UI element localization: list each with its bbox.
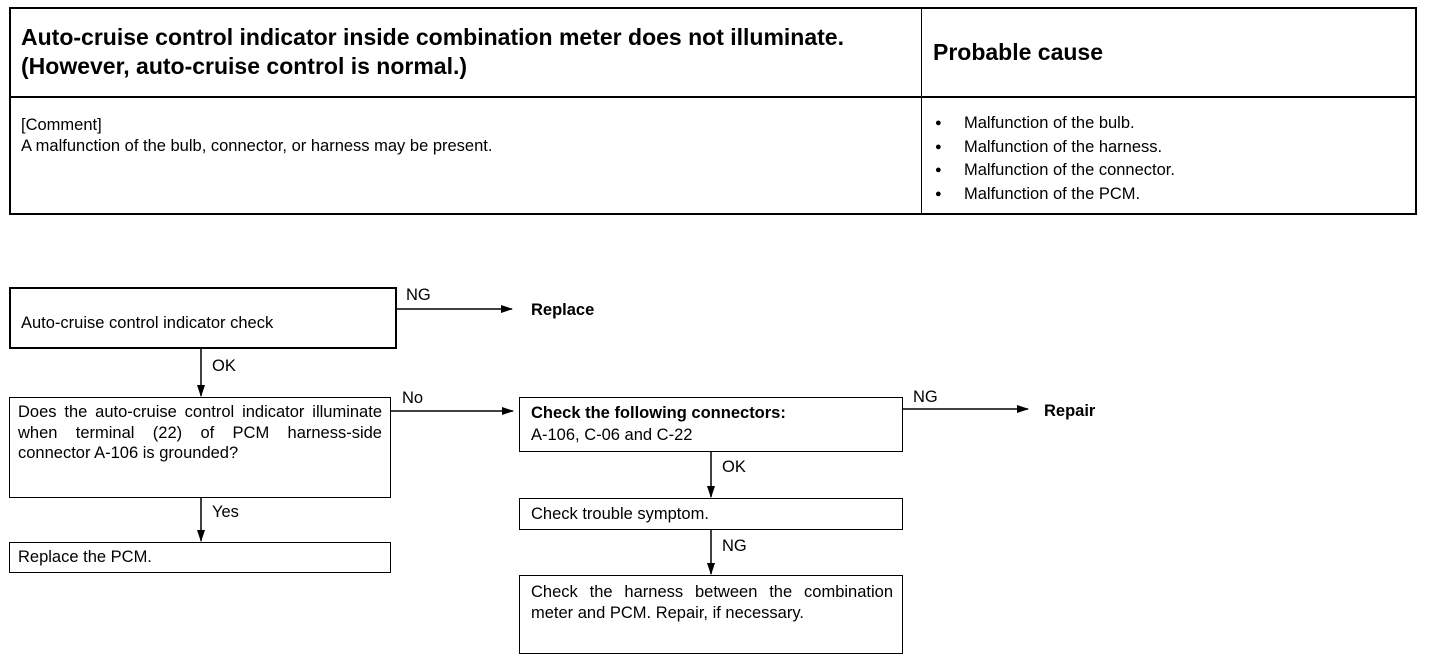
row-divider	[11, 96, 1415, 98]
replace-pcm-text: Replace the PCM.	[18, 548, 152, 566]
step2-no-label: No	[402, 389, 424, 407]
probable-cause-heading: Probable cause	[933, 39, 1104, 65]
connectors-check-title: Check the following connectors:	[531, 404, 786, 422]
cause-item: Malfunction of the connector.	[931, 159, 1175, 183]
comment-cell: [Comment] A malfunction of the bulb, con…	[21, 115, 911, 157]
cause-item: Malfunction of the bulb.	[931, 112, 1175, 136]
cause-item: Malfunction of the harness.	[931, 136, 1175, 160]
connectors-ok-label: OK	[722, 458, 746, 476]
column-divider	[921, 9, 922, 213]
replace-action: Replace	[531, 301, 595, 319]
symptom-title: Auto-cruise control indicator inside com…	[21, 24, 844, 79]
trouble-ng-label: NG	[722, 537, 747, 555]
connectors-check-list: A-106, C-06 and C-22	[531, 426, 693, 444]
ground-test-box: Does the auto-cruise control indicator i…	[9, 397, 391, 498]
cause-list: Malfunction of the bulb. Malfunction of …	[931, 112, 1175, 206]
cause-item: Malfunction of the PCM.	[931, 183, 1175, 207]
comment-text: A malfunction of the bulb, connector, or…	[21, 137, 493, 155]
trouble-symptom-box: Check trouble symptom.	[519, 498, 903, 530]
harness-check-box: Check the harness between the combinatio…	[519, 575, 903, 654]
connectors-ng-label: NG	[913, 388, 938, 406]
step1-ng-label: NG	[406, 286, 431, 304]
header-table: Auto-cruise control indicator inside com…	[9, 7, 1417, 215]
indicator-check-text: Auto-cruise control indicator check	[21, 314, 274, 332]
step2-yes-label: Yes	[212, 503, 239, 521]
trouble-symptom-text: Check trouble symptom.	[531, 505, 709, 523]
replace-pcm-box: Replace the PCM.	[9, 542, 391, 573]
connectors-check-box: Check the following connectors: A-106, C…	[519, 397, 903, 452]
comment-label: [Comment]	[21, 116, 102, 134]
indicator-check-box: Auto-cruise control indicator check	[9, 287, 397, 349]
step1-ok-label: OK	[212, 357, 236, 375]
repair-action: Repair	[1044, 402, 1096, 420]
ground-test-text: Does the auto-cruise control indicator i…	[18, 403, 382, 462]
harness-check-text: Check the harness between the combinatio…	[531, 583, 893, 622]
